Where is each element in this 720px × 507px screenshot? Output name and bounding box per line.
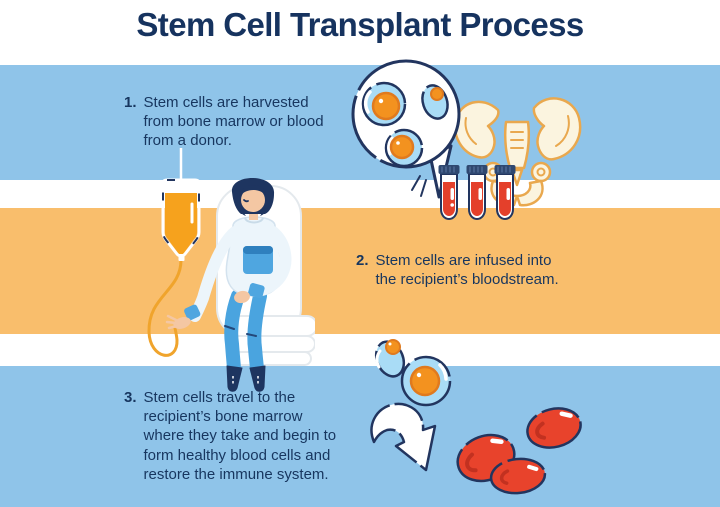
step-2-number: 2. [356,252,369,269]
blood-test-tubes-illustration [438,165,516,221]
step-1-number: 1. [124,94,137,111]
step-2-text: Stem cells are infused into the recipien… [375,252,559,289]
iv-bag [161,178,201,261]
band-step2-orange [0,208,720,334]
step-1: 1. Stem cells are harvested from bone ma… [124,93,324,151]
iv-tube [147,258,188,357]
arrow-icon [370,402,437,472]
step-1-text: Stem cells are harvested from bone marro… [143,94,324,150]
step-3: 3. Stem cells travel to the recipient’s … [124,388,346,484]
stem-cells-illustration [374,339,452,407]
patient-figure [165,177,292,392]
iv-infusion-patient-illustration [147,148,315,392]
red-blood-cells-illustration [456,407,582,495]
step-2: 2. Stem cells are infused into the recip… [356,251,572,289]
page-title: Stem Cell Transplant Process [136,6,584,43]
band-step3-blue [0,366,720,507]
step-3-text: Stem cells travel to the recipient’s bon… [143,389,337,483]
pelvis-bone-illustration [453,97,582,207]
step-3-number: 3. [124,389,137,406]
